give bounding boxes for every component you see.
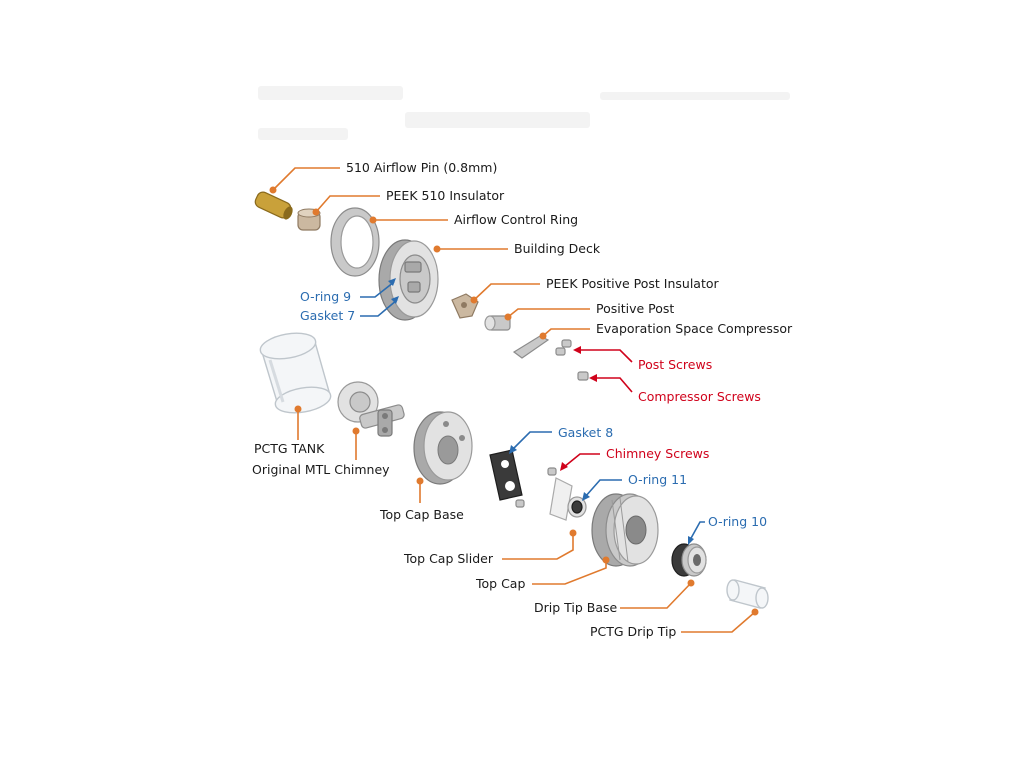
- pctg-tank-part: [259, 332, 332, 414]
- drip-tip-base-part: [671, 543, 707, 577]
- oring-11-part: [567, 496, 587, 518]
- label-top-cap-slider: Top Cap Slider: [403, 551, 494, 566]
- positive-post-part: [484, 315, 511, 331]
- gasket-8-part: [489, 449, 523, 501]
- label-peek-positive-post-insulator: PEEK Positive Post Insulator: [546, 276, 720, 291]
- label-oring-11: O-ring 11: [628, 472, 687, 487]
- top-cap-base-part: [413, 411, 473, 485]
- label-airflow-control-ring: Airflow Control Ring: [454, 212, 578, 227]
- label-oring-10: O-ring 10: [708, 514, 767, 529]
- pctg-drip-tip-part: [726, 579, 769, 609]
- label-peek-510-insulator: PEEK 510 Insulator: [386, 188, 505, 203]
- label-positive-post: Positive Post: [596, 301, 674, 316]
- evaporation-space-compressor-part: [512, 335, 550, 359]
- post-screws-part: [555, 339, 572, 356]
- leader-lines: [269, 167, 759, 633]
- label-top-cap: Top Cap: [475, 576, 525, 591]
- label-evaporation-space-compressor: Evaporation Space Compressor: [596, 321, 793, 336]
- label-gasket-7: Gasket 7: [300, 308, 355, 323]
- label-oring-9: O-ring 9: [300, 289, 351, 304]
- label-drip-tip-base: Drip Tip Base: [534, 600, 618, 615]
- building-deck-part: [378, 239, 439, 321]
- part-labels: 510 Airflow Pin (0.8mm) PEEK 510 Insulat…: [252, 160, 793, 639]
- airflow-pin-part: [254, 191, 293, 220]
- label-pctg-drip-tip: PCTG Drip Tip: [590, 624, 676, 639]
- background-watermark: [258, 86, 790, 140]
- airflow-control-ring-part: [330, 207, 380, 277]
- label-pctg-tank: PCTG TANK: [254, 441, 325, 456]
- label-building-deck: Building Deck: [514, 241, 601, 256]
- label-top-cap-base: Top Cap Base: [379, 507, 464, 522]
- top-cap-part: [591, 493, 659, 567]
- top-cap-slider-part: [549, 477, 573, 521]
- chimney-screws-part: [515, 467, 557, 508]
- label-original-mtl-chimney: Original MTL Chimney: [252, 462, 390, 477]
- compressor-screw-part: [577, 371, 589, 381]
- label-airflow-pin: 510 Airflow Pin (0.8mm): [346, 160, 497, 175]
- label-compressor-screws: Compressor Screws: [638, 389, 761, 404]
- label-post-screws: Post Screws: [638, 357, 712, 372]
- label-chimney-screws: Chimney Screws: [606, 446, 709, 461]
- label-gasket-8: Gasket 8: [558, 425, 613, 440]
- original-mtl-chimney-part: [337, 381, 405, 437]
